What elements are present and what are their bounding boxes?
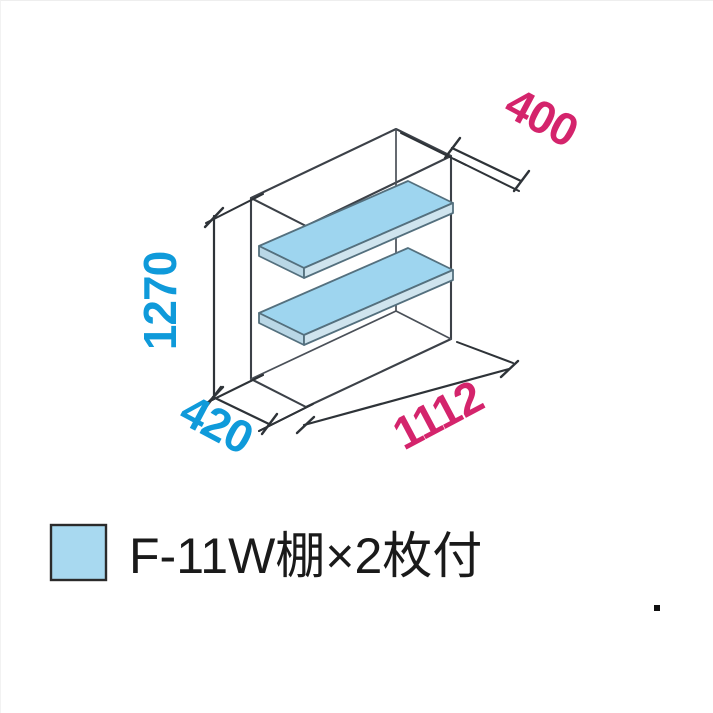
- shelf-lower: [258, 247, 454, 346]
- dimension-label-shelf-depth: 400: [497, 77, 587, 158]
- depth420-tick-right: [260, 412, 279, 436]
- height-tick-top: [203, 206, 225, 229]
- shelf-upper-side-edge: [303, 202, 454, 279]
- dimension-label-width: 1112: [384, 370, 491, 460]
- depth400-dim-line: [450, 146, 523, 183]
- width1112-ext-left: [258, 403, 314, 432]
- legend-label: F-11W棚×2枚付: [129, 528, 482, 584]
- dimension-label-height: 1270: [134, 252, 186, 350]
- legend: F-11W棚×2枚付: [49, 523, 482, 584]
- dimension-label-depth: 420: [172, 384, 262, 465]
- width1112-tick-right: [499, 359, 520, 379]
- depth400-ext-right: [453, 158, 520, 192]
- dimension-shelf-depth-400: 400: [400, 77, 587, 193]
- corner-dot-artifact: [654, 605, 660, 611]
- depth420-dim-line: [211, 395, 271, 426]
- dimension-height-1270: 1270: [134, 193, 264, 408]
- legend-swatch: [49, 523, 108, 582]
- width1112-dim-line: [302, 367, 511, 427]
- depth420-tick-left: [204, 385, 223, 409]
- dimension-depth-420: 420: [172, 374, 314, 465]
- floor-back-edge: [250, 310, 452, 380]
- width1112-ext-right: [456, 341, 514, 364]
- depth400-tick-right: [512, 169, 531, 193]
- depth400-tick-left: [443, 136, 462, 160]
- shelf-lower-side-edge: [303, 269, 454, 346]
- dimension-width-1112: 1112: [258, 341, 520, 460]
- height-ext-top: [205, 193, 264, 224]
- width1112-tick-left: [295, 415, 316, 435]
- shelf-upper: [258, 180, 454, 279]
